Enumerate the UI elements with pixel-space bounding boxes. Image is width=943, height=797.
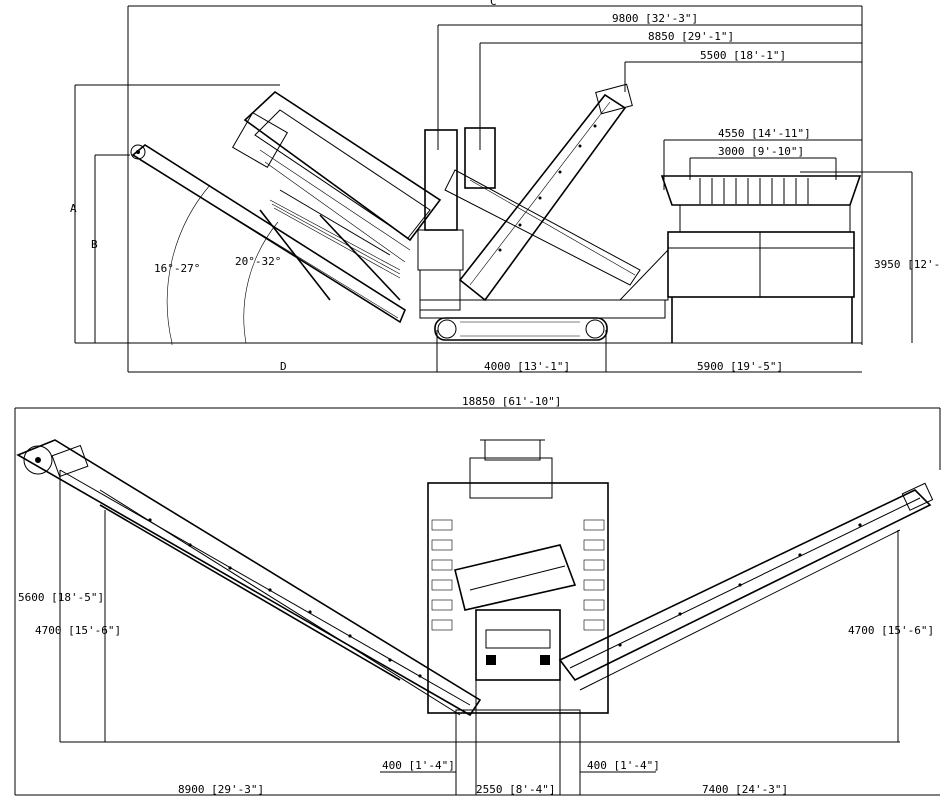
label-c: C <box>490 0 497 8</box>
dim-4000: 4000 [13'-1"] <box>484 360 570 373</box>
machine-end-drawing <box>16 439 934 743</box>
dim-8850: 8850 [29'-1"] <box>648 30 734 43</box>
dim-3000: 3000 [9'-10"] <box>718 145 804 158</box>
dim-5900: 5900 [19'-5"] <box>697 360 783 373</box>
dim-5600: 5600 [18'-5"] <box>18 591 104 604</box>
dim-5500: 5500 [18'-1"] <box>700 49 786 62</box>
dim-2550: 2550 [8'-4"] <box>476 783 555 796</box>
label-b: B <box>91 238 98 251</box>
angle-16-27: 16°-27° <box>154 262 200 275</box>
dim-400-left: 400 [1'-4"] <box>382 759 455 772</box>
angle-20-32: 20°-32° <box>235 255 281 268</box>
dim-400-right: 400 [1'-4"] <box>587 759 660 772</box>
label-d: D <box>280 360 287 373</box>
dim-4550: 4550 [14'-11"] <box>718 127 811 140</box>
dim-18850: 18850 [61'-10"] <box>462 395 561 408</box>
dim-8900: 8900 [29'-3"] <box>178 783 264 796</box>
dim-9800: 9800 [32'-3"] <box>612 12 698 25</box>
dim-7400: 7400 [24'-3"] <box>702 783 788 796</box>
end-view: 18850 [61'-10"] 5600 [18'-5"] 4700 [15'-… <box>14 395 941 796</box>
label-a: A <box>70 202 77 215</box>
dim-4700-left: 4700 [15'-6"] <box>35 624 121 637</box>
dim-4700-right: 4700 [15'-6"] <box>848 624 934 637</box>
side-view: C 9800 [32'-3"] 8850 [29'-1"] 5500 [18'-… <box>70 0 940 373</box>
dim-3950: 3950 [12'- <box>874 258 940 271</box>
machine-side-drawing <box>130 83 862 343</box>
